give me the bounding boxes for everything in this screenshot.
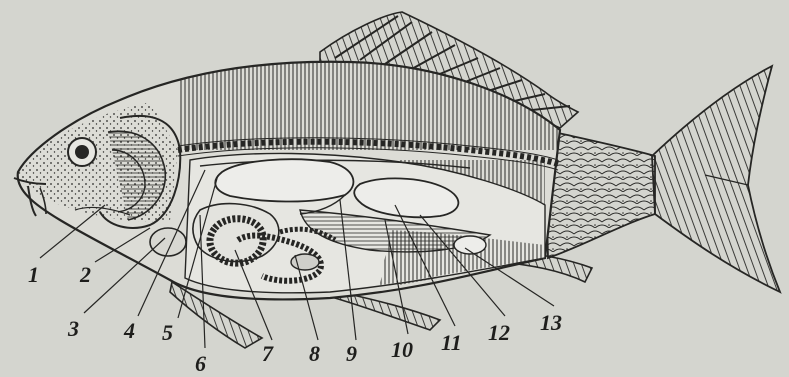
- label-12: 12: [488, 320, 510, 345]
- label-8: 8: [309, 341, 320, 366]
- label-3: 3: [67, 316, 79, 341]
- label-1: 1: [28, 262, 39, 287]
- swim-bladder-anterior: [215, 159, 353, 201]
- label-5: 5: [162, 320, 173, 345]
- caudal-fin: [652, 66, 780, 292]
- label-4: 4: [123, 318, 135, 343]
- scaled-tail-section: [545, 130, 655, 258]
- label-13: 13: [540, 310, 562, 335]
- label-7: 7: [262, 341, 274, 366]
- label-10: 10: [391, 337, 413, 362]
- label-9: 9: [346, 341, 357, 366]
- label-2: 2: [79, 262, 91, 287]
- label-11: 11: [441, 330, 462, 355]
- label-6: 6: [195, 351, 206, 376]
